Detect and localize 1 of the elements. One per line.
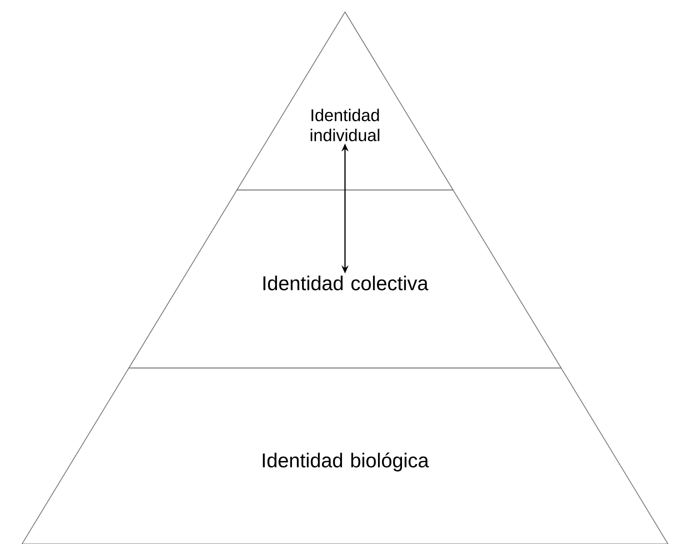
pyramid-level: Identidad colectiva <box>128 190 562 368</box>
